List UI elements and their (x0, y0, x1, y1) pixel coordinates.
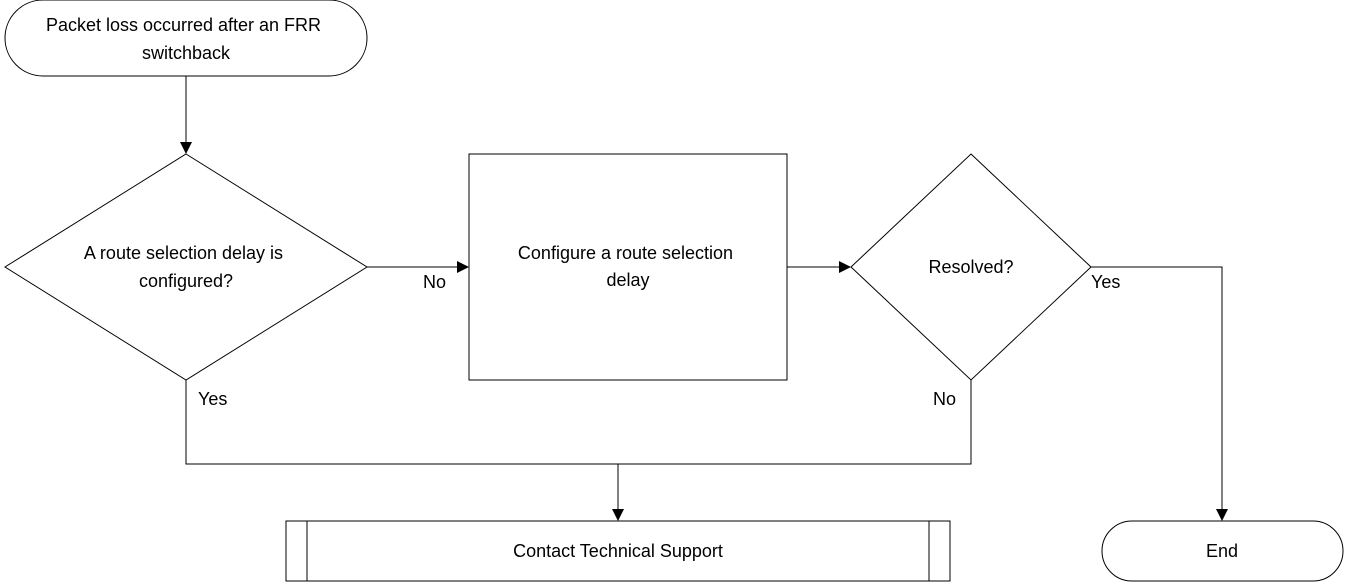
decision-resolved-shape (850, 153, 1092, 381)
arrowhead-decision-delay (180, 142, 192, 154)
start-terminator-shape (4, 0, 368, 77)
decision-delay-label-line-1: A route selection delay is (84, 243, 283, 263)
decision-delay-configured: A route selection delay is configured? (4, 153, 368, 381)
configure-delay-label: Configure a route selection delay (518, 243, 738, 290)
contact-support-shape (285, 520, 951, 582)
decision-delay-shape (4, 153, 368, 381)
start-label-line-2: switchback (142, 43, 231, 63)
process-contact-support: Contact Technical Support (285, 520, 951, 582)
end-terminator: End (1101, 520, 1344, 582)
edge-decision-delay-yes (185, 380, 972, 465)
edge-label-resolved-yes: Yes (1091, 272, 1120, 292)
edge-label-delay-yes: Yes (198, 389, 227, 409)
start-label: Packet loss occurred after an FRR switch… (46, 15, 326, 63)
decision-delay-label: A route selection delay is configured? (84, 243, 288, 291)
arrowhead-end (1216, 509, 1228, 521)
end-label: End (1206, 541, 1238, 561)
contact-support-label: Contact Technical Support (513, 541, 723, 561)
connectors (180, 76, 1228, 521)
start-terminator: Packet loss occurred after an FRR switch… (4, 0, 368, 77)
arrowhead-configure-delay (457, 261, 469, 273)
decision-delay-label-line-2: configured? (139, 271, 233, 291)
end-terminator-shape (1101, 520, 1344, 582)
decision-resolved-label-line-1: Resolved? (928, 257, 1013, 277)
configure-delay-label-line-1: Configure a route selection (518, 243, 733, 263)
contact-support-label-line-1: Contact Technical Support (513, 541, 723, 561)
edge-label-resolved-no: No (933, 389, 956, 409)
edge-resolved-yes (1091, 266, 1223, 509)
start-label-line-1: Packet loss occurred after an FRR (46, 15, 321, 35)
process-configure-delay: Configure a route selection delay (468, 153, 788, 381)
end-label-line-1: End (1206, 541, 1238, 561)
configure-delay-shape (468, 153, 788, 381)
configure-delay-label-line-2: delay (606, 270, 649, 290)
decision-resolved-label: Resolved? (928, 257, 1013, 277)
edge-labels: No Yes Yes No (198, 272, 1120, 409)
arrowhead-contact-support (612, 509, 624, 521)
edge-label-delay-no: No (423, 272, 446, 292)
arrowhead-resolved (839, 261, 851, 273)
decision-resolved: Resolved? (850, 153, 1092, 381)
